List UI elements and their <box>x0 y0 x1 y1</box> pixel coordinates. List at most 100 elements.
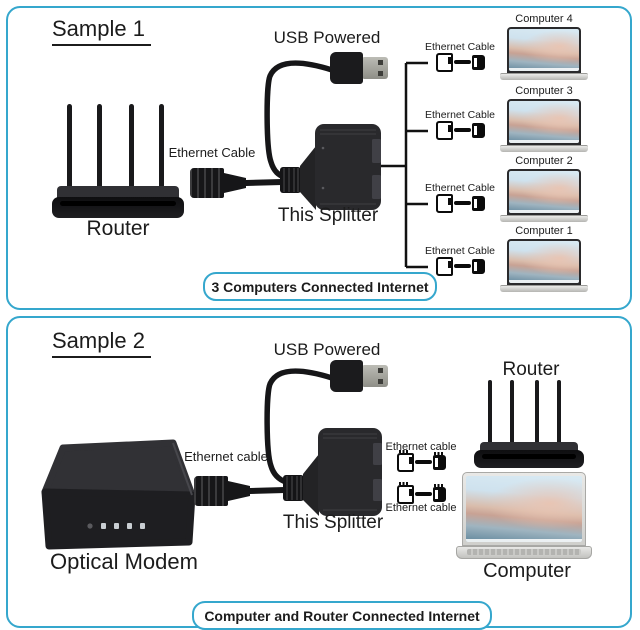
rj45-plug-icon <box>432 451 446 470</box>
cable-cord <box>414 492 432 496</box>
rj45-coupler-boot <box>224 173 246 193</box>
computer-label: Computer 4 <box>515 13 573 25</box>
rj45-cable-icon <box>424 52 496 72</box>
laptop <box>500 99 588 152</box>
router-antenna <box>510 380 514 444</box>
sample2-output-cable-1: Ethernet cable <box>382 441 460 472</box>
router-device <box>52 104 184 218</box>
rj45-plug-icon <box>471 258 485 274</box>
router-top <box>480 442 578 452</box>
ethernet-cable-label: Ethernet Cable <box>424 109 496 121</box>
sample2-splitter-label: This Splitter <box>282 512 384 533</box>
sample1-router-label: Router <box>86 217 150 240</box>
sample1-branch-cable-2: Ethernet Cable <box>424 109 496 140</box>
computer-3-group: Computer 3 <box>493 85 595 152</box>
ethernet-cable-label: Ethernet Cable <box>424 41 496 53</box>
usb-plug-body <box>330 52 363 84</box>
rj45-plug-icon <box>471 122 485 138</box>
sample1-usb-powered-label: USB Powered <box>273 28 381 47</box>
laptop-wallpaper <box>509 101 579 143</box>
rj45-plug-icon <box>435 193 453 213</box>
computer-4-group: Computer 4 <box>493 13 595 80</box>
rj45-coupler-boot <box>228 481 250 501</box>
sample2-ethernet-cable-label: Ethernet cable <box>184 449 268 464</box>
rj45-cable-icon <box>424 120 496 140</box>
cable-cord <box>453 128 471 132</box>
sample2-caption: Computer and Router Connected Internet <box>192 601 492 630</box>
usb-plug-body <box>330 360 363 392</box>
router-antenna <box>67 104 72 188</box>
rj45-plug-icon <box>396 481 414 504</box>
sample2-output-cable-2: Ethernet cable <box>382 481 460 514</box>
router-front <box>52 197 184 218</box>
laptop-base <box>500 73 588 80</box>
cable-cord <box>453 201 471 205</box>
rj45-cable-icon <box>424 193 496 213</box>
rj45-coupler-body <box>190 168 224 198</box>
rj45-coupler-body <box>194 476 228 506</box>
laptop <box>500 239 588 292</box>
laptop <box>500 169 588 222</box>
rj45-coupler-icon <box>190 168 248 198</box>
sample2-usb-powered-label: USB Powered <box>273 340 381 359</box>
laptop-screen <box>507 239 581 285</box>
sample1-caption: 3 Computers Connected Internet <box>203 272 437 301</box>
ethernet-cable-label: Ethernet cable <box>385 441 457 453</box>
laptop <box>500 27 588 80</box>
laptop-screen <box>507 169 581 215</box>
computer-2-group: Computer 2 <box>493 155 595 222</box>
rj45-plug-icon <box>471 195 485 211</box>
optical-modem-label: Optical Modem <box>50 549 198 574</box>
sample2-computer-label: Computer <box>483 560 571 582</box>
rj45-plug-icon <box>435 120 453 140</box>
rj45-cable-icon <box>424 256 496 276</box>
laptop-wallpaper <box>509 241 579 283</box>
router-antenna <box>97 104 102 188</box>
rj45-cable-icon <box>382 481 460 504</box>
laptop-screen <box>507 99 581 145</box>
usb-plug-metal <box>363 57 388 79</box>
router-antenna <box>159 104 164 188</box>
usb-plug-icon <box>330 52 388 84</box>
laptop <box>456 472 592 559</box>
router-antenna <box>129 104 134 188</box>
laptop-wallpaper <box>466 476 582 542</box>
cable-cord <box>414 460 432 464</box>
sample2-router-label: Router <box>502 359 560 380</box>
rj45-plug-icon <box>471 54 485 70</box>
laptop-base <box>500 215 588 222</box>
usb-plug-metal <box>363 365 388 387</box>
ethernet-cable-label: Ethernet Cable <box>424 245 496 257</box>
router-front <box>474 450 584 468</box>
ethernet-cable-label: Ethernet Cable <box>424 182 496 194</box>
usb-plug-icon <box>330 360 388 392</box>
router-antenna <box>535 380 539 444</box>
rj45-plug-icon <box>432 483 446 502</box>
rj45-plug-icon <box>435 256 453 276</box>
router-top <box>57 186 179 199</box>
cable-cord <box>453 60 471 64</box>
router-antenna <box>488 380 492 444</box>
laptop-wallpaper <box>509 29 579 71</box>
ethernet-cable-label: Ethernet cable <box>385 502 457 514</box>
laptop-wallpaper <box>509 171 579 213</box>
computer-label: Computer 3 <box>515 85 573 97</box>
laptop-base <box>500 285 588 292</box>
cable-cord <box>453 264 471 268</box>
sample1-branch-cable-3: Ethernet Cable <box>424 182 496 213</box>
sample1-branch-cable-1: Ethernet Cable <box>424 41 496 72</box>
sample1-branch-cable-4: Ethernet Cable <box>424 245 496 276</box>
laptop-base <box>500 145 588 152</box>
sample1-title: Sample 1 <box>52 16 151 46</box>
laptop-base <box>456 546 592 559</box>
laptop-keyboard <box>467 549 581 555</box>
rj45-plug-icon <box>396 449 414 472</box>
rj45-coupler-icon <box>194 476 252 506</box>
router-antenna <box>557 380 561 444</box>
router-device <box>474 380 584 468</box>
computer-label: Computer 2 <box>515 155 573 167</box>
sample1-splitter-label: This Splitter <box>277 205 379 226</box>
rj45-plug-icon <box>435 52 453 72</box>
computer-1-group: Computer 1 <box>493 225 595 292</box>
rj45-cable-icon <box>382 449 460 472</box>
